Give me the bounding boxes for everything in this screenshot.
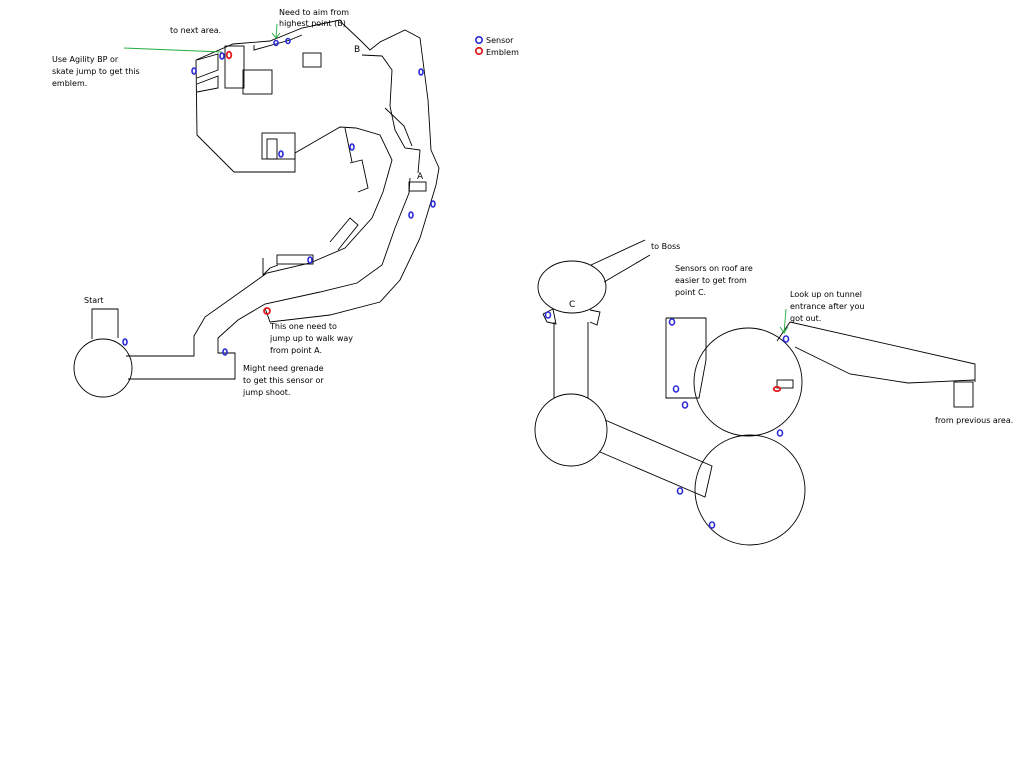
box-small <box>276 254 314 265</box>
note-grenade: Might need grenade to get this sensor or… <box>242 364 324 397</box>
building-3-inner <box>266 138 278 160</box>
sensor-marker <box>776 429 784 437</box>
svg-text:entrance after you: entrance after you <box>790 302 864 311</box>
arrow-aim-highest <box>271 23 281 40</box>
sensor-marker <box>782 335 790 343</box>
start-label: Start <box>84 296 104 305</box>
point-c-room <box>537 260 607 314</box>
ledge-2 <box>196 75 219 93</box>
slanted-block-3 <box>344 127 353 163</box>
svg-text:to get this sensor or: to get this sensor or <box>243 376 324 385</box>
sensor-marker <box>430 200 436 208</box>
point-b-label: B <box>354 45 360 55</box>
sensor-marker <box>273 39 279 47</box>
sensor-marker <box>122 338 128 346</box>
slanted-block-1 <box>349 159 369 193</box>
svg-text:Look up on tunnel: Look up on tunnel <box>790 290 862 299</box>
tunnel-lower <box>794 346 976 384</box>
pillar-1 <box>224 45 245 89</box>
building-1 <box>242 69 273 95</box>
left-map: B A Start to next area. Use Agility BP o… <box>52 8 440 398</box>
legend-emblem-label: Emblem <box>486 48 519 57</box>
svg-text:emblem.: emblem. <box>52 79 87 88</box>
outer-walkway <box>264 23 440 323</box>
svg-text:Need to aim from: Need to aim from <box>279 8 349 17</box>
point-a-label: A <box>417 172 424 182</box>
svg-text:jump shoot.: jump shoot. <box>242 388 290 397</box>
arrow-tunnel <box>779 308 789 335</box>
svg-text:Use Agility BP or: Use Agility BP or <box>52 55 119 64</box>
svg-text:point C.: point C. <box>675 288 706 297</box>
sensor-marker <box>191 67 197 75</box>
building-2 <box>302 52 322 68</box>
start-room <box>73 338 133 398</box>
box-a <box>408 181 427 192</box>
small-box <box>776 379 794 389</box>
svg-text:from point A.: from point A. <box>270 346 322 355</box>
outer-walkway-inner <box>361 54 421 174</box>
svg-text:jump up to walk way: jump up to walk way <box>269 334 353 343</box>
emblem-marker <box>772 385 782 393</box>
legend-sensor-label: Sensor <box>486 36 514 45</box>
c-ledge-left <box>542 308 557 325</box>
c-ledge-right <box>589 309 601 326</box>
sensor-marker <box>708 521 716 529</box>
tunnel-upper <box>776 321 976 382</box>
boss-corridor-lower <box>603 254 651 283</box>
svg-text:highest point (B): highest point (B) <box>279 19 346 28</box>
to-boss-label: to Boss <box>651 242 680 251</box>
sensor-marker <box>681 401 689 409</box>
inner-bend <box>384 107 413 147</box>
bottom-room <box>694 434 806 546</box>
top-edge <box>253 34 303 51</box>
start-alcove <box>91 308 119 339</box>
sensor-marker <box>672 385 680 393</box>
sensor-marker <box>285 37 291 45</box>
lower-corridor <box>599 419 713 498</box>
to-next-area-label: to next area. <box>170 26 221 35</box>
ledge-1 <box>196 53 219 79</box>
boss-corridor <box>590 239 646 266</box>
sensor-marker <box>349 143 355 151</box>
svg-text:This one need to: This one need to <box>269 322 337 331</box>
start-corridor-lower <box>128 177 411 380</box>
note-roof: Sensors on roof are easier to get from p… <box>675 264 753 297</box>
box-side <box>262 258 279 277</box>
svg-text:Might need grenade: Might need grenade <box>243 364 324 373</box>
note-emblem-agility: Use Agility BP or skate jump to get this… <box>52 55 140 88</box>
building-3 <box>261 132 296 160</box>
start-corridor <box>126 19 393 357</box>
sensor-marker <box>544 311 552 319</box>
svg-text:skate jump to get this: skate jump to get this <box>52 67 140 76</box>
sensor-marker <box>668 318 676 326</box>
from-previous-area-label: from previous area. <box>935 416 1013 425</box>
right-map: C to Boss Sensors on roof are easier to … <box>534 239 1013 546</box>
legend-emblem-icon <box>474 46 484 56</box>
emblem-marker <box>263 307 271 315</box>
sensor-marker <box>676 487 684 495</box>
middle-room <box>693 327 803 437</box>
sensor-marker <box>418 68 424 76</box>
note-jump-walkway: This one need to jump up to walk way fro… <box>269 322 353 355</box>
sensor-marker <box>408 211 414 219</box>
roof-building <box>665 317 707 399</box>
svg-text:easier to get from: easier to get from <box>675 276 747 285</box>
legend: Sensor Emblem <box>474 35 519 57</box>
arrow-to-emblem <box>123 47 223 53</box>
slanted-block-2 <box>329 217 359 251</box>
sensor-marker <box>222 348 228 356</box>
exit-box <box>953 381 974 408</box>
note-aim-highest: Need to aim from highest point (B) <box>279 8 349 28</box>
note-tunnel: Look up on tunnel entrance after you got… <box>790 290 864 323</box>
sensor-marker <box>307 256 313 264</box>
legend-sensor-icon <box>474 35 483 44</box>
lower-left-room <box>534 393 608 467</box>
point-c-label: C <box>569 300 575 310</box>
emblem-marker <box>225 50 233 60</box>
sensor-marker <box>219 52 225 60</box>
svg-text:got out.: got out. <box>790 314 821 323</box>
svg-text:Sensors on roof are: Sensors on roof are <box>675 264 753 273</box>
sensor-marker <box>278 150 284 158</box>
